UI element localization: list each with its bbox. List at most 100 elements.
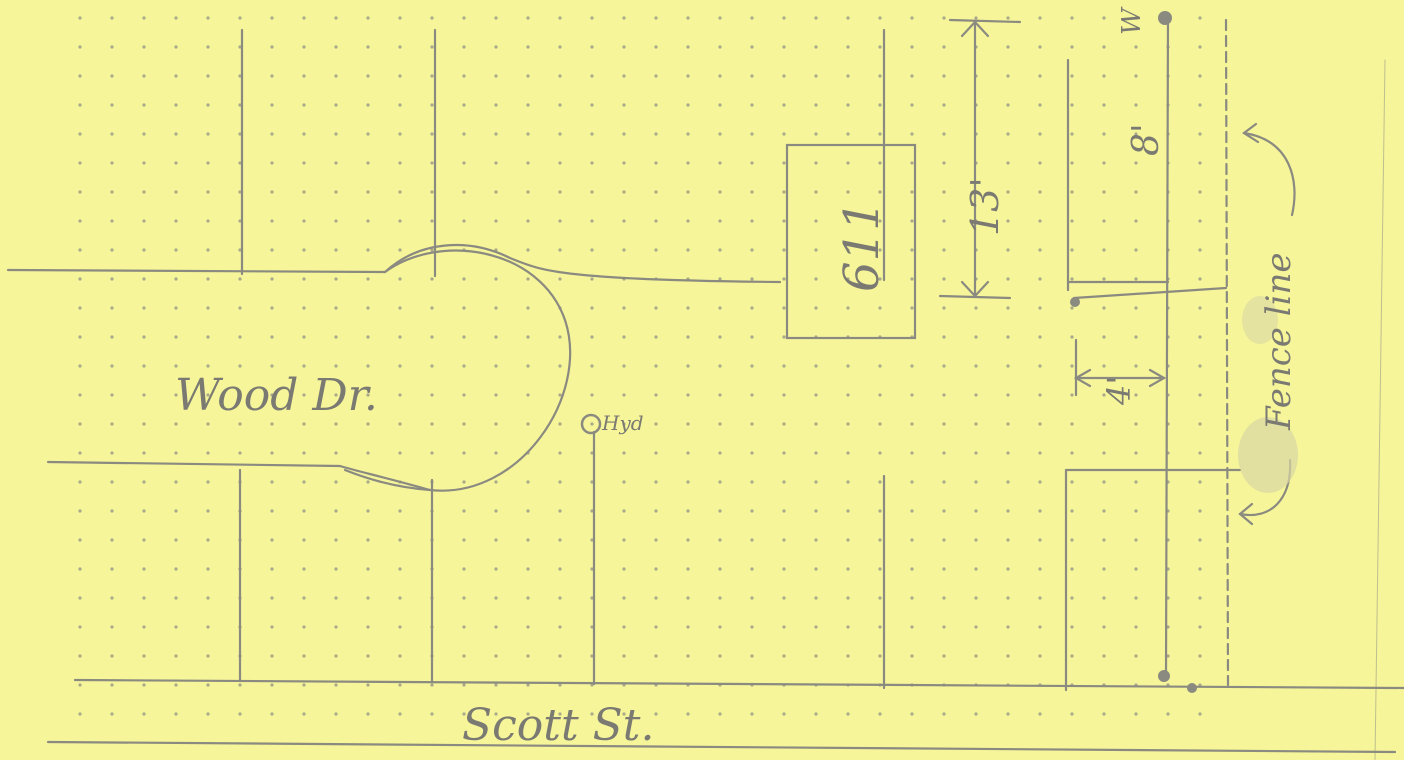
grid-dot <box>1198 654 1202 658</box>
grid-dot <box>238 422 242 426</box>
grid-dot <box>750 190 754 194</box>
grid-dot <box>590 480 594 484</box>
grid-dot <box>654 509 658 513</box>
grid-dot <box>1070 219 1074 223</box>
grid-dot <box>1198 277 1202 281</box>
grid-dot <box>942 306 946 310</box>
grid-dot <box>1070 190 1074 194</box>
grid-dot <box>174 161 178 165</box>
grid-dot <box>622 596 626 600</box>
grid-dot <box>270 480 274 484</box>
grid-dot <box>750 45 754 49</box>
grid-dot <box>558 538 562 542</box>
grid-dot <box>686 74 690 78</box>
grid-dot <box>686 654 690 658</box>
grid-dot <box>462 45 466 49</box>
grid-dot <box>718 712 722 716</box>
grid-dot <box>494 364 498 368</box>
grid-dot <box>398 74 402 78</box>
grid-dot <box>718 480 722 484</box>
grid-dot <box>622 306 626 310</box>
grid-dot <box>238 45 242 49</box>
grid-dot <box>814 103 818 107</box>
grid-dot <box>942 712 946 716</box>
grid-dot <box>750 219 754 223</box>
grid-dot <box>1006 248 1010 252</box>
grid-dot <box>942 335 946 339</box>
grid-dot <box>110 248 114 252</box>
grid-dot <box>334 306 338 310</box>
grid-dot <box>878 364 882 368</box>
grid-dot <box>206 654 210 658</box>
grid-dot <box>270 712 274 716</box>
grid-dot <box>110 451 114 455</box>
grid-dot <box>622 625 626 629</box>
grid-dot <box>1038 248 1042 252</box>
scott-st-upper-edge <box>73 678 1404 690</box>
grid-dot <box>590 567 594 571</box>
grid-dot <box>846 219 850 223</box>
grid-dot <box>558 654 562 658</box>
grid-dot <box>910 625 914 629</box>
hydrant-label: Hyd <box>601 411 644 435</box>
grid-dot <box>654 451 658 455</box>
grid-dot <box>782 393 786 397</box>
grid-dot <box>142 74 146 78</box>
survey-point-icon <box>1070 297 1080 307</box>
grid-dot <box>206 132 210 136</box>
grid-dot <box>1102 538 1106 542</box>
grid-dot <box>206 190 210 194</box>
grid-dot <box>366 712 370 716</box>
grid-dot <box>430 45 434 49</box>
grid-dot <box>206 74 210 78</box>
grid-dot <box>686 190 690 194</box>
grid-dot <box>206 538 210 542</box>
grid-dot <box>878 103 882 107</box>
grid-dot <box>302 683 306 687</box>
grid-dot <box>270 248 274 252</box>
grid-dot <box>398 538 402 542</box>
grid-dot <box>590 190 594 194</box>
grid-dot <box>174 451 178 455</box>
grid-dot <box>910 306 914 310</box>
grid-dot <box>878 74 882 78</box>
grid-dot <box>206 480 210 484</box>
grid-dot <box>494 509 498 513</box>
grid-dot <box>238 219 242 223</box>
grid-dot <box>654 132 658 136</box>
grid-dot <box>366 103 370 107</box>
grid-dot <box>526 654 530 658</box>
grid-dot <box>142 625 146 629</box>
grid-dot <box>526 567 530 571</box>
grid-dot <box>942 219 946 223</box>
grid-dot <box>78 596 82 600</box>
grid-dot <box>398 219 402 223</box>
grid-dot <box>750 596 754 600</box>
grid-dot <box>782 364 786 368</box>
grid-dot <box>366 683 370 687</box>
grid-dot <box>142 654 146 658</box>
grid-dot <box>942 596 946 600</box>
grid-dot <box>622 538 626 542</box>
grid-dot <box>494 712 498 716</box>
grid-dot <box>1166 654 1170 658</box>
grid-dot <box>782 219 786 223</box>
grid-dot <box>750 306 754 310</box>
grid-dot <box>1102 451 1106 455</box>
grid-dot <box>302 335 306 339</box>
grid-dot <box>1006 161 1010 165</box>
grid-dot <box>366 654 370 658</box>
grid-dot <box>1198 161 1202 165</box>
scott-st-lower-edge <box>46 740 1397 754</box>
grid-dot <box>878 422 882 426</box>
grid-dot <box>910 45 914 49</box>
grid-dot <box>398 596 402 600</box>
grid-dot <box>462 16 466 20</box>
grid-dot <box>974 538 978 542</box>
grid-dot <box>430 103 434 107</box>
grid-dot <box>398 248 402 252</box>
grid-dot <box>558 190 562 194</box>
grid-dot <box>398 712 402 716</box>
grid-dot <box>686 712 690 716</box>
grid-dot <box>174 567 178 571</box>
